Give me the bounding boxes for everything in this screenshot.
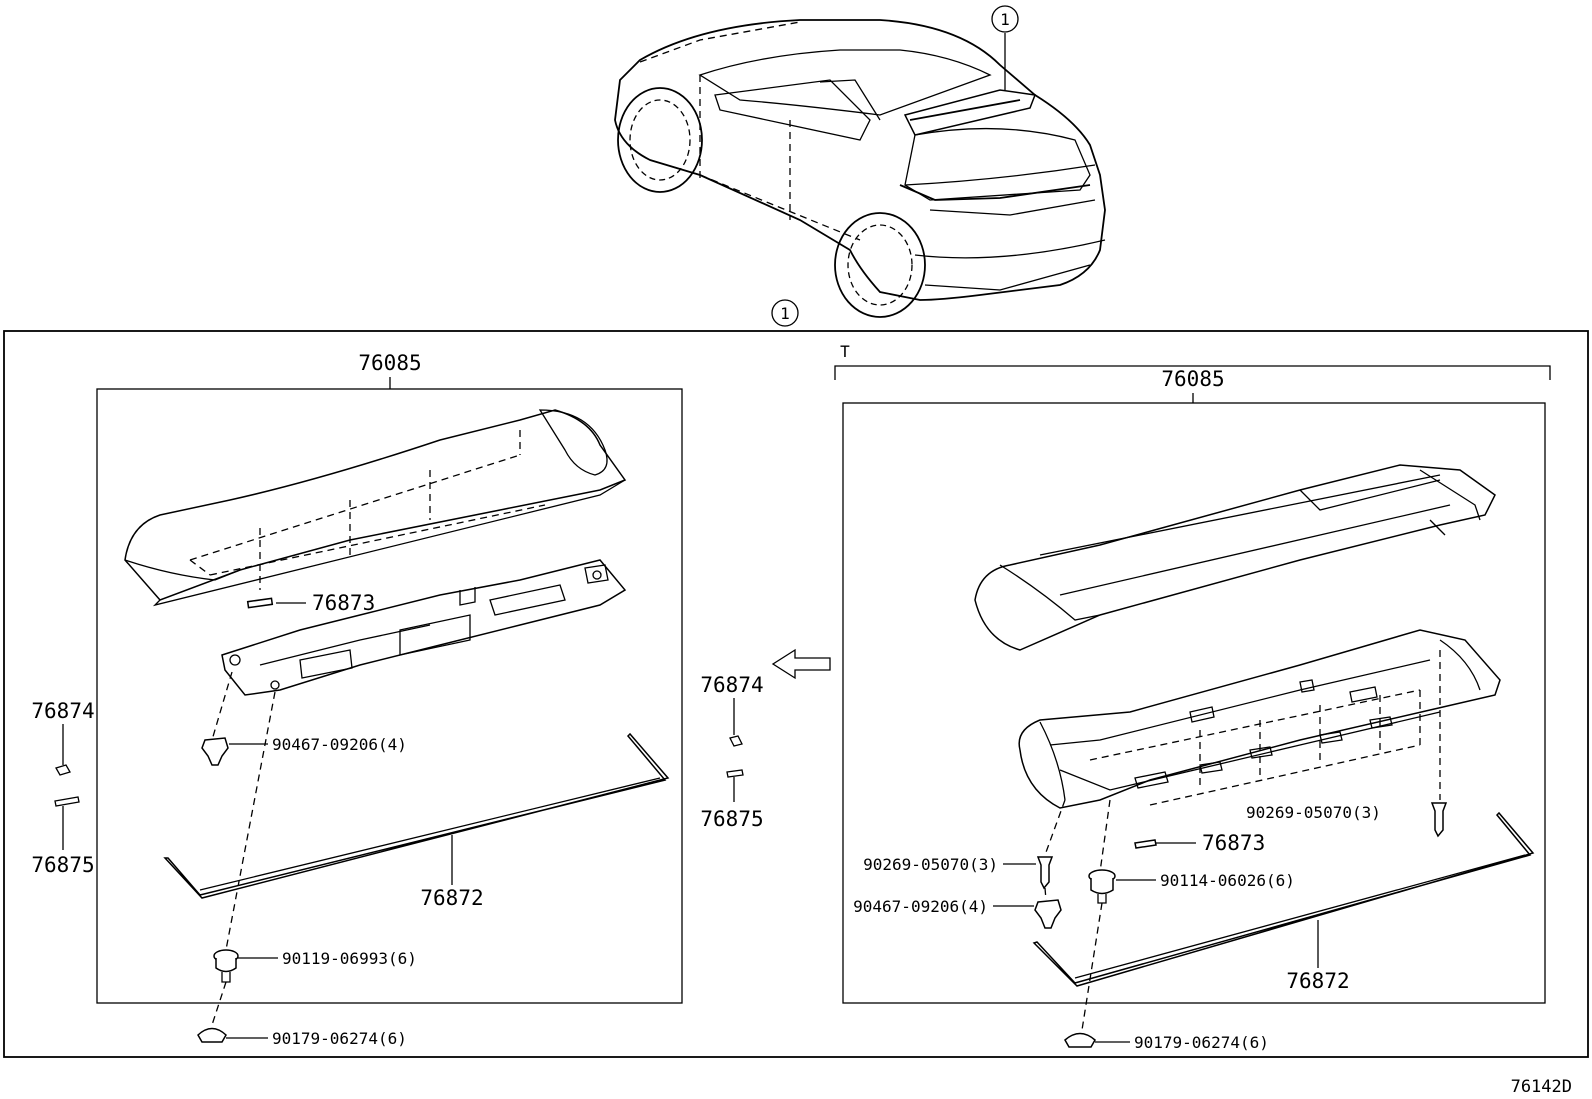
right-marker-t: T bbox=[840, 342, 850, 361]
right-nut-icon bbox=[1088, 869, 1116, 904]
left-bracket-plate bbox=[221, 559, 627, 696]
right-clip-icon bbox=[1034, 899, 1062, 929]
middle-section: 76874 76875 bbox=[700, 648, 831, 831]
left-clip-label: 90467-09206(4) bbox=[272, 735, 407, 754]
right-cover-label: 76873 bbox=[1202, 831, 1265, 855]
right-cap-icon bbox=[1064, 1032, 1096, 1048]
direction-arrow-icon bbox=[771, 648, 831, 680]
vehicle-illustration bbox=[614, 19, 1106, 318]
right-spoiler-shell bbox=[974, 464, 1496, 651]
left-seal-top-label: 76874 bbox=[31, 699, 94, 723]
right-assembly-number: 76085 bbox=[1161, 367, 1224, 391]
left-assembly-number: 76085 bbox=[358, 351, 421, 375]
left-seal-top-icon bbox=[55, 764, 71, 776]
right-weatherstrip-label: 76872 bbox=[1286, 969, 1349, 993]
left-weatherstrip-label: 76872 bbox=[420, 886, 483, 910]
middle-seal-bottom-label: 76875 bbox=[700, 807, 763, 831]
left-cap-label: 90179-06274(6) bbox=[272, 1029, 407, 1048]
left-cover-label: 76873 bbox=[312, 591, 375, 615]
left-cover-strip bbox=[246, 597, 274, 609]
left-cap-icon bbox=[197, 1027, 227, 1043]
middle-seal-top-icon bbox=[729, 735, 743, 747]
left-clip-icon bbox=[201, 737, 229, 766]
right-screw-right-label: 90269-05070(3) bbox=[1246, 803, 1381, 822]
right-weatherstrip bbox=[1032, 811, 1535, 987]
right-screw-left-icon bbox=[1036, 856, 1054, 890]
left-seal-bottom-label: 76875 bbox=[31, 853, 94, 877]
callout-circle-frame bbox=[771, 299, 799, 327]
left-nut-icon bbox=[213, 949, 239, 983]
right-panel: T 76085 bbox=[834, 342, 1551, 1052]
left-spoiler-shell bbox=[124, 409, 627, 601]
diagram-reference-code: 76142D bbox=[1511, 1077, 1572, 1097]
left-panel: 76085 76873 9046 bbox=[31, 351, 683, 1048]
right-bracket-frame bbox=[1018, 629, 1501, 809]
left-weatherstrip bbox=[163, 732, 670, 899]
callout-number-top: 1 bbox=[1000, 10, 1010, 29]
right-screw-left-label: 90269-05070(3) bbox=[863, 855, 998, 874]
right-cover-strip bbox=[1134, 839, 1157, 849]
right-assembly-box bbox=[842, 402, 1546, 1004]
right-screw-right-icon bbox=[1430, 802, 1448, 838]
outer-frame bbox=[3, 330, 1589, 1058]
left-nut-label: 90119-06993(6) bbox=[282, 949, 417, 968]
middle-seal-top-label: 76874 bbox=[700, 673, 763, 697]
right-clip-label: 90467-09206(4) bbox=[853, 897, 988, 916]
right-nut-label: 90114-06026(6) bbox=[1160, 871, 1295, 890]
callout-number-frame: 1 bbox=[780, 304, 790, 323]
middle-seal-bottom-icon bbox=[726, 769, 744, 778]
right-cap-label: 90179-06274(6) bbox=[1134, 1033, 1269, 1052]
left-seal-bottom-icon bbox=[54, 796, 80, 807]
callout-circle-top bbox=[991, 5, 1019, 33]
